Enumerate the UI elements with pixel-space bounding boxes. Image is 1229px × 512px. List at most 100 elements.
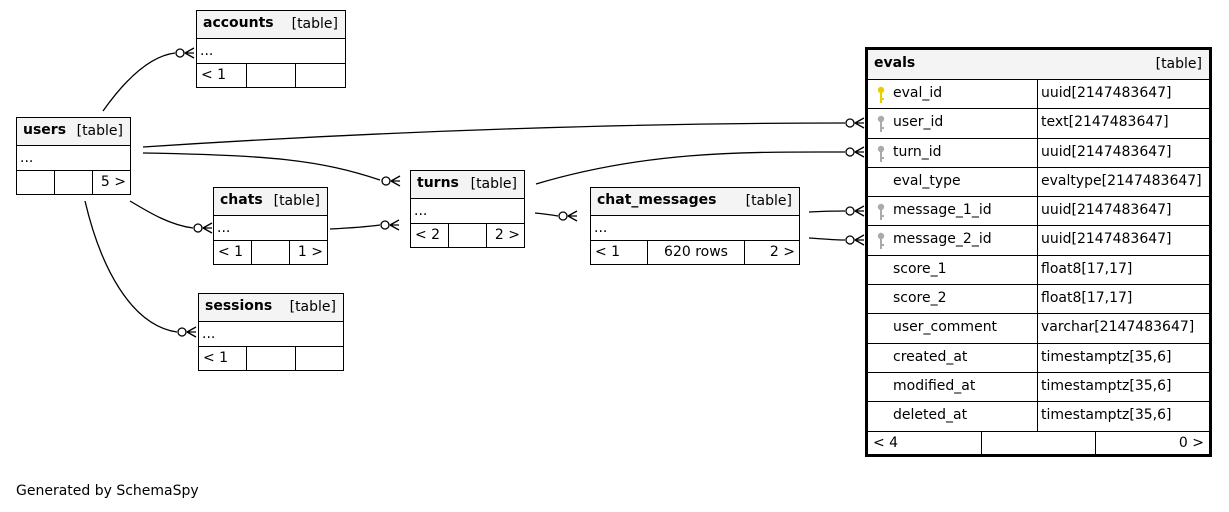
edge-chats-turns — [329, 224, 381, 230]
column-name-cell: message_1_id — [868, 197, 1038, 226]
footer-rows — [55, 171, 93, 195]
primary-key-icon — [877, 86, 885, 104]
edge-users-chats — [129, 200, 194, 229]
footer-children: 0 > — [1178, 434, 1204, 451]
column-name: eval_type — [893, 172, 961, 189]
column-name-cell: score_1 — [868, 255, 1038, 285]
edge-turns-chatmessages — [534, 212, 559, 217]
column-type: float8[17,17] — [1041, 260, 1133, 277]
table-footer: < 2 2 > — [411, 224, 524, 248]
footer-children: 2 > — [769, 244, 795, 260]
column-name: score_2 — [893, 290, 947, 307]
table-footer: < 4 0 > — [868, 431, 1209, 457]
table-turns[interactable]: turns [table] ... < 2 2 > — [410, 170, 525, 248]
footer-parents: < 4 — [868, 431, 982, 457]
table-name: accounts — [203, 15, 274, 31]
table-ellipsis: ... — [199, 322, 343, 347]
table-header: chats [table] — [214, 188, 327, 216]
table-type: [table] — [1155, 56, 1202, 72]
table-type: [table] — [470, 176, 517, 192]
footer-rows — [247, 347, 296, 371]
column-name-cell: created_at — [868, 343, 1038, 372]
table-name: chat_messages — [597, 192, 717, 208]
column-name-cell: message_2_id — [868, 226, 1038, 255]
column-name: modified_at — [893, 377, 976, 394]
table-name: users — [23, 122, 67, 138]
column-type: text[2147483647] — [1041, 114, 1169, 131]
column-name-cell: user_comment — [868, 314, 1038, 343]
column-name-cell: eval_type — [868, 167, 1038, 197]
column-list: eval_id uuid[2147483647] user_id text[21474… — [868, 80, 1209, 432]
column-row-modified-at[interactable]: modified_at timestamptz[35,6] — [868, 372, 1209, 403]
edge-users-evals — [142, 122, 846, 148]
table-header: evals [table] — [868, 50, 1209, 80]
footer-parents: < 1 — [199, 347, 248, 371]
table-sessions[interactable]: sessions [table] ... < 1 — [198, 293, 344, 371]
foreign-key-icon — [877, 203, 885, 221]
footer-parents: < 2 — [411, 224, 449, 248]
column-name-cell: turn_id — [868, 138, 1038, 167]
table-name: chats — [220, 192, 263, 208]
footer-parents: < 1 — [591, 241, 648, 265]
table-name: evals — [874, 55, 916, 71]
column-name-cell: user_id — [868, 109, 1038, 138]
column-name-cell: eval_id — [868, 80, 1038, 109]
column-row-eval-id[interactable]: eval_id uuid[2147483647] — [868, 80, 1209, 110]
footer-children: 2 > — [494, 227, 520, 243]
table-ellipsis: ... — [214, 216, 327, 241]
foreign-key-icon — [877, 232, 885, 250]
column-name: score_1 — [893, 260, 947, 277]
edge-chatmessages-evals-2 — [808, 237, 846, 241]
table-type: [table] — [289, 299, 336, 315]
foreign-key-icon — [877, 145, 885, 163]
table-chat-messages[interactable]: chat_messages [table] ... < 1 620 rows 2… — [590, 187, 800, 265]
column-type: uuid[2147483647] — [1041, 85, 1172, 101]
column-row-turn-id[interactable]: turn_id uuid[2147483647] — [868, 138, 1209, 168]
table-footer: < 1 — [199, 347, 343, 371]
column-name: turn_id — [893, 143, 942, 160]
column-name: user_id — [893, 114, 944, 131]
column-type: timestamptz[35,6] — [1041, 407, 1172, 424]
column-row-user-id[interactable]: user_id text[2147483647] — [868, 109, 1209, 139]
column-name-cell: score_2 — [868, 285, 1038, 314]
table-header: accounts [table] — [197, 11, 345, 39]
table-ellipsis: ... — [17, 146, 130, 171]
table-ellipsis: ... — [197, 39, 345, 64]
column-name: eval_id — [893, 85, 943, 101]
column-type: varchar[2147483647] — [1041, 319, 1195, 336]
table-type: [table] — [745, 193, 792, 209]
table-ellipsis: ... — [411, 199, 524, 224]
generated-by-note: Generated by SchemaSpy — [16, 483, 199, 499]
table-type: [table] — [291, 16, 338, 32]
column-row-message-1-id[interactable]: message_1_id uuid[2147483647] — [868, 197, 1209, 227]
table-accounts[interactable]: accounts [table] ... < 1 — [196, 10, 346, 88]
footer-parents: < 1 — [214, 241, 252, 265]
column-name: deleted_at — [893, 407, 968, 424]
column-name: message_2_id — [893, 231, 992, 248]
table-evals[interactable]: evals [table] eval_id uuid[2147483647] use… — [865, 47, 1212, 457]
column-row-deleted-at[interactable]: deleted_at timestamptz[35,6] — [868, 402, 1209, 432]
column-type: uuid[2147483647] — [1041, 143, 1172, 160]
column-name: message_1_id — [893, 202, 992, 219]
column-type: timestamptz[35,6] — [1041, 377, 1172, 394]
edge-users-turns — [142, 152, 381, 181]
table-header: chat_messages [table] — [591, 188, 799, 216]
edge-turns-evals — [535, 151, 846, 185]
table-name: turns — [417, 175, 459, 191]
column-type: uuid[2147483647] — [1041, 202, 1172, 219]
table-ellipsis: ... — [591, 216, 799, 241]
column-name: created_at — [893, 348, 968, 365]
table-type: [table] — [76, 123, 123, 139]
column-row-score-1[interactable]: score_1 float8[17,17] — [868, 255, 1209, 286]
footer-rows — [449, 224, 487, 248]
footer-parents: < 1 — [197, 64, 247, 88]
footer-children — [296, 347, 343, 371]
table-chats[interactable]: chats [table] ... < 1 1 > — [213, 187, 328, 265]
table-users[interactable]: users [table] ... 5 > — [16, 117, 131, 195]
